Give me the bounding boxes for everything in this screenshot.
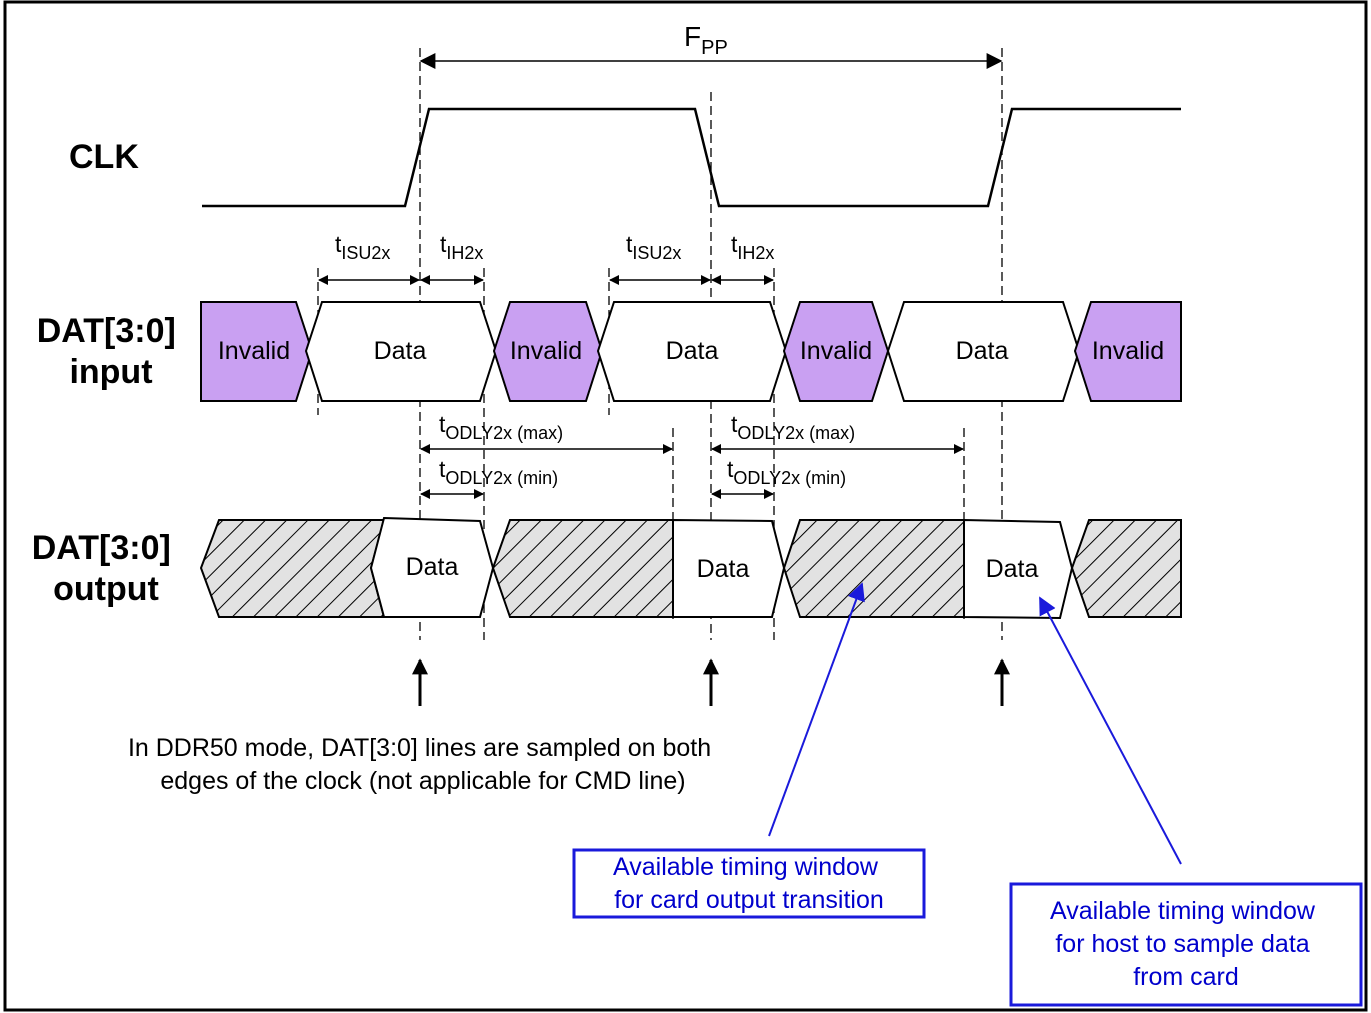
todly2x-max-label: tODLY2x(max) bbox=[731, 411, 855, 443]
todly2x-max-label: tODLY2x(max) bbox=[439, 411, 563, 443]
input-segment-label: Data bbox=[374, 337, 427, 365]
sampling-edge-arrows bbox=[412, 658, 1010, 706]
diagram-frame bbox=[3, 0, 1368, 1012]
input-segment-data bbox=[886, 301, 1081, 402]
callout-arrow-card-output bbox=[768, 582, 865, 837]
dat-output-label: DAT[3:0] output bbox=[32, 529, 181, 608]
svg-text:Available timing window: Available timing window for host to samp… bbox=[1050, 897, 1322, 991]
output-segment-label: Data bbox=[697, 555, 750, 583]
svg-text:Available timing window: Available timing window for card output … bbox=[613, 853, 885, 914]
output-hatched-window bbox=[491, 519, 674, 618]
clk-waveform bbox=[202, 107, 1181, 208]
input-segment-label: Invalid bbox=[1092, 337, 1164, 365]
ddr50-sampling-note: In DDR50 mode, DAT[3:0] lines are sample… bbox=[128, 734, 718, 795]
input-segment-label: Invalid bbox=[218, 337, 290, 365]
dat-output-waveform: Data Data Data bbox=[199, 516, 1182, 620]
callout-card-output: Available timing window for card output … bbox=[572, 848, 926, 919]
todly2x-min-label: tODLY2x(min) bbox=[727, 456, 846, 488]
output-hatched-window bbox=[782, 519, 965, 618]
input-segment-label: Invalid bbox=[800, 337, 872, 365]
tisu2x-label: tISU2x bbox=[626, 231, 681, 263]
input-segment-invalid bbox=[492, 301, 604, 402]
output-data-segment bbox=[672, 518, 786, 618]
input-segment-label: Data bbox=[666, 337, 719, 365]
tih2x-label: tIH2x bbox=[731, 231, 774, 263]
input-segment-invalid bbox=[1073, 301, 1182, 402]
output-hatched-window bbox=[1070, 519, 1182, 618]
input-segment-invalid bbox=[782, 301, 890, 402]
dat-input-waveform: Invalid Data Invalid Data Invalid Data I… bbox=[200, 301, 1182, 402]
input-segment-data bbox=[304, 301, 498, 402]
setup-hold-dimensions: tISU2x tIH2x tISU2x tIH2x bbox=[318, 231, 774, 285]
output-segment-label: Data bbox=[406, 553, 459, 581]
tih2x-label: tIH2x bbox=[440, 231, 483, 263]
output-data-segment bbox=[963, 518, 1074, 620]
tisu2x-label: tISU2x bbox=[335, 231, 390, 263]
output-segment-label: Data bbox=[986, 555, 1039, 583]
callout-arrow-host-sample bbox=[1039, 596, 1182, 865]
dat-input-label: DAT[3:0] input bbox=[37, 312, 186, 391]
output-delay-dimensions: tODLY2x(max) tODLY2x(min) tODLY2x(max) t… bbox=[420, 411, 964, 499]
input-segment-label: Invalid bbox=[510, 337, 582, 365]
input-segment-label: Data bbox=[956, 337, 1009, 365]
input-segment-invalid bbox=[200, 301, 314, 402]
input-segment-data bbox=[596, 301, 788, 402]
clk-label: CLK bbox=[69, 138, 139, 176]
fpp-label: FPP bbox=[684, 21, 728, 59]
callout-host-sample: Available timing window for host to samp… bbox=[1009, 882, 1363, 1007]
todly2x-min-label: tODLY2x(min) bbox=[439, 456, 558, 488]
output-data-segment bbox=[369, 516, 495, 618]
output-hatched-window bbox=[199, 519, 386, 618]
